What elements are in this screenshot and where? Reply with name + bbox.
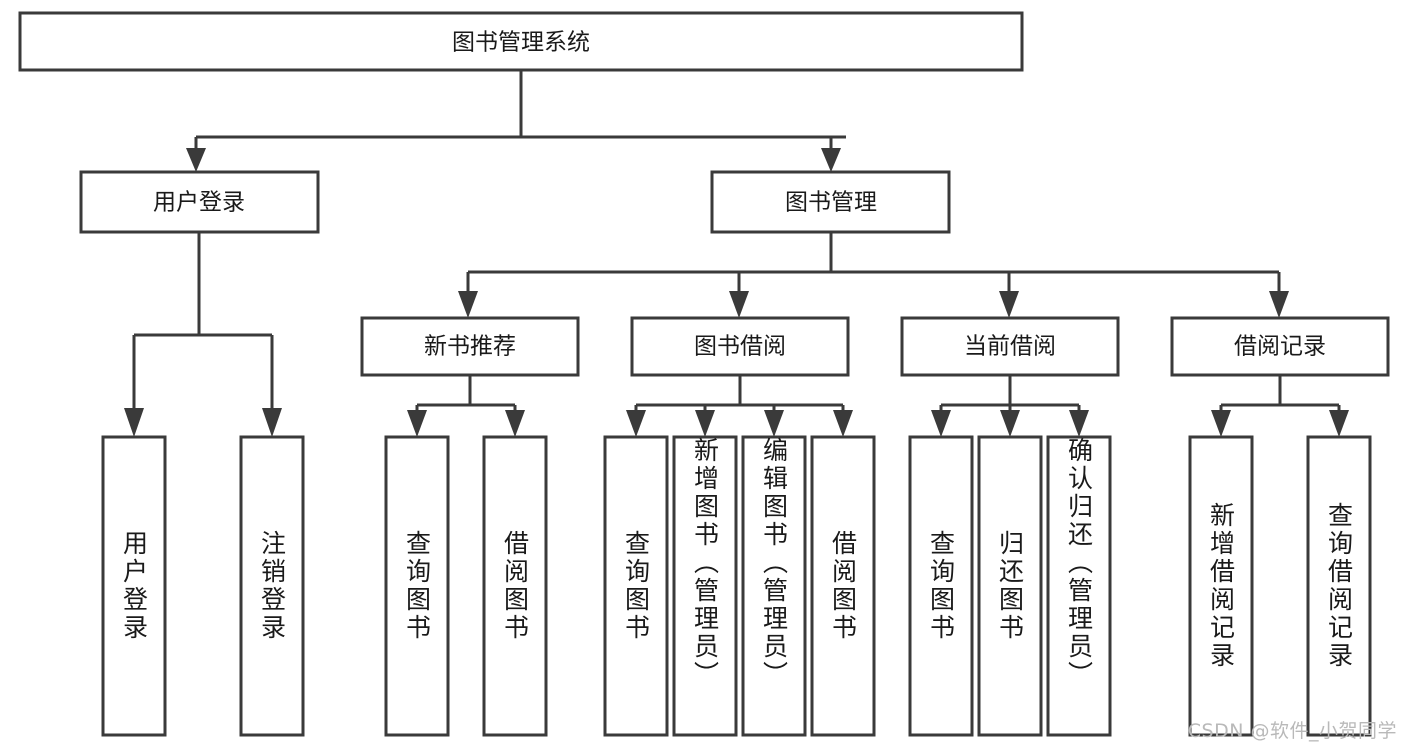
arrow-user-login-leaf-1 (124, 408, 144, 437)
node-book-management-box[interactable] (710, 170, 951, 234)
node-root-system[interactable]: 图书管理系统 (18, 11, 1024, 72)
arrow-book-mgmt-child-2 (729, 291, 749, 318)
leaf-box-query-book-newbook[interactable] (384, 435, 450, 737)
node-user-login-box[interactable] (79, 170, 320, 234)
node-book-management-label: 图书管理 (785, 190, 877, 216)
arrow-book-mgmt-child-1 (458, 291, 478, 318)
node-current-borrow[interactable]: 当前借阅 (900, 316, 1120, 377)
arrow-book-borrow-leaf-1 (626, 410, 646, 437)
arrow-book-borrow-leaf-2 (695, 410, 715, 437)
node-root-system-box[interactable] (18, 11, 1024, 72)
node-current-borrow-box[interactable] (900, 316, 1120, 377)
leaf-box-query-book-borrow[interactable] (603, 435, 669, 737)
leaf-box-add-book-admin[interactable] (672, 435, 738, 737)
arrow-current-borrow-leaf-2 (1000, 410, 1020, 437)
node-book-management[interactable]: 图书管理 (710, 170, 951, 234)
arrow-current-borrow-leaf-1 (931, 410, 951, 437)
leaf-box-borrow-book-newbook[interactable] (482, 435, 548, 737)
leaf-box-logout-login[interactable] (239, 435, 305, 737)
arrow-book-mgmt-child-4 (1269, 291, 1289, 318)
leaf-box-edit-book-admin[interactable] (741, 435, 807, 737)
arrow-root-to-user-login (186, 148, 206, 172)
node-book-borrow-box[interactable] (630, 316, 850, 377)
arrow-user-login-leaf-2 (262, 408, 282, 437)
node-borrow-record-box[interactable] (1170, 316, 1390, 377)
connectors (124, 70, 1349, 437)
node-new-book-recommend-box[interactable] (360, 316, 580, 377)
nodes: 图书管理系统 用户登录 图书管理 新书推荐 图书借阅 (18, 11, 1390, 737)
node-borrow-record-label: 借阅记录 (1234, 334, 1326, 360)
node-book-borrow-label: 图书借阅 (694, 334, 786, 360)
arrow-borrow-record-leaf-1 (1211, 410, 1231, 437)
csdn-watermark: CSDN @软件_小贺同学 (1187, 720, 1397, 742)
arrow-current-borrow-leaf-3 (1069, 410, 1089, 437)
leaf-box-add-borrow-record[interactable] (1188, 435, 1254, 737)
arrow-new-book-leaf-2 (505, 410, 525, 437)
leaf-box-query-borrow-record[interactable] (1306, 435, 1372, 737)
node-new-book-recommend-label: 新书推荐 (424, 334, 516, 360)
node-borrow-record[interactable]: 借阅记录 (1170, 316, 1390, 377)
arrow-new-book-leaf-1 (407, 410, 427, 437)
arrow-root-to-book-mgmt (821, 148, 841, 172)
arrow-borrow-record-leaf-2 (1329, 410, 1349, 437)
arrow-book-borrow-leaf-3 (764, 410, 784, 437)
leaf-box-confirm-return-admin[interactable] (1046, 435, 1112, 737)
leaf-nodes (101, 435, 1372, 737)
node-new-book-recommend[interactable]: 新书推荐 (360, 316, 580, 377)
node-current-borrow-label: 当前借阅 (964, 334, 1056, 360)
arrow-book-borrow-leaf-4 (833, 410, 853, 437)
leaf-box-borrow-book[interactable] (810, 435, 876, 737)
leaf-box-user-login[interactable] (101, 435, 167, 737)
node-root-system-label: 图书管理系统 (452, 30, 590, 56)
leaf-box-return-book[interactable] (977, 435, 1043, 737)
leaf-box-query-book-current[interactable] (908, 435, 974, 737)
node-book-borrow[interactable]: 图书借阅 (630, 316, 850, 377)
node-user-login[interactable]: 用户登录 (79, 170, 320, 234)
arrow-book-mgmt-child-3 (999, 291, 1019, 318)
node-user-login-label: 用户登录 (153, 190, 245, 216)
